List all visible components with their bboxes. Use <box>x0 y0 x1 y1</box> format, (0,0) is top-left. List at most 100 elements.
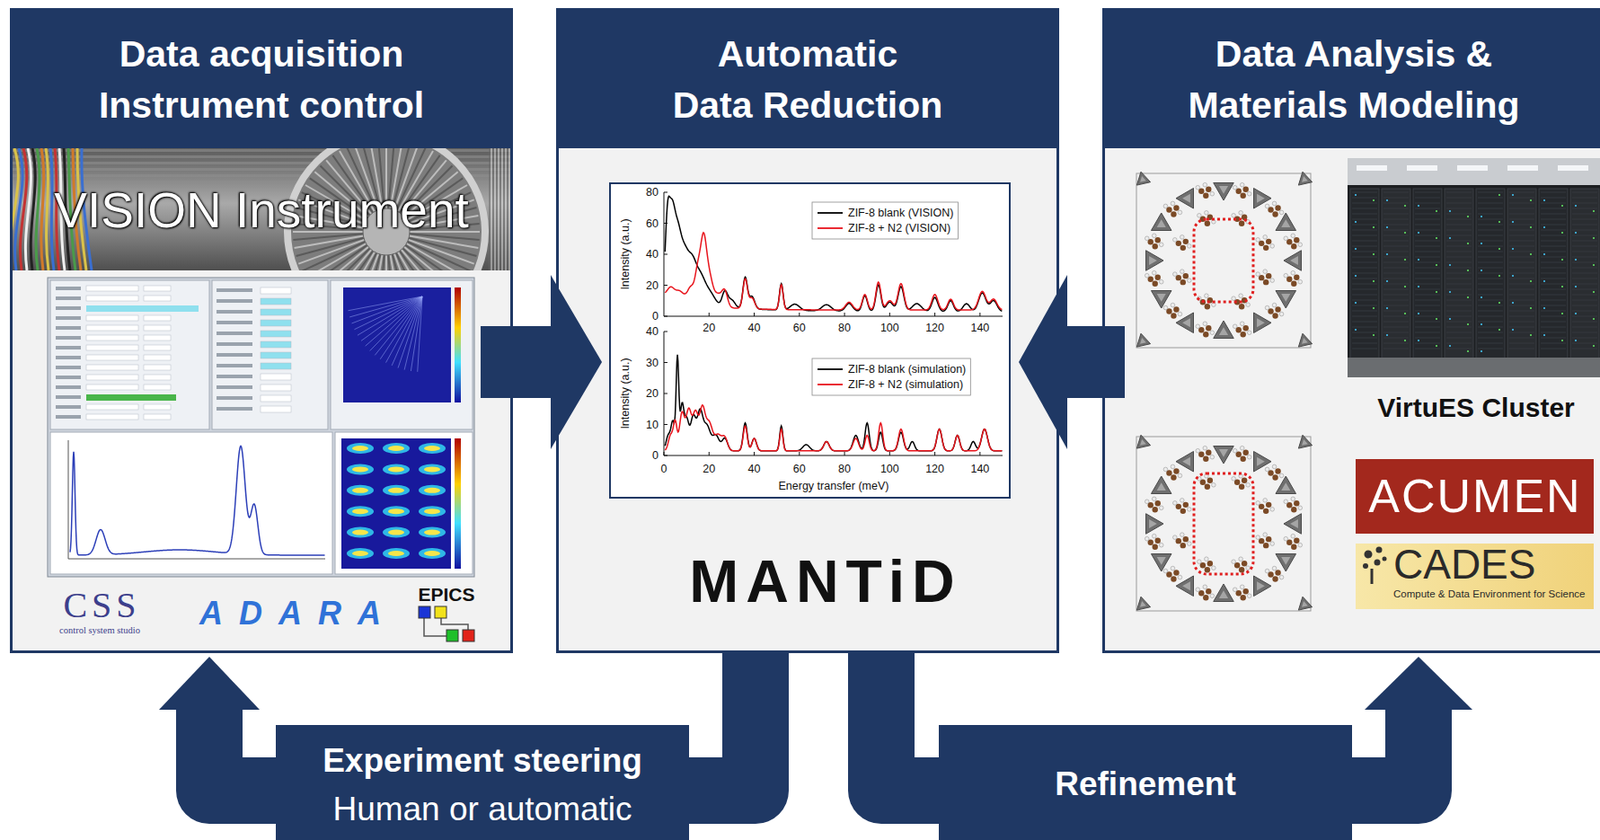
legend-item: ZIF-8 + N2 (simulation) <box>816 376 964 393</box>
framework-structure <box>1210 454 1215 460</box>
framework-structure <box>1170 474 1176 480</box>
framework-structure <box>1140 439 1147 446</box>
server-photo <box>1477 256 1503 258</box>
axis-title: Energy transfer (meV) <box>778 479 890 493</box>
server-photo <box>1352 343 1378 345</box>
framework-structure <box>1264 305 1270 310</box>
framework-structure <box>1170 312 1176 319</box>
spectrum-chart <box>753 312 755 317</box>
framework-structure <box>1275 476 1297 495</box>
logo-mark <box>462 629 475 642</box>
framework-structure <box>1204 220 1211 227</box>
logo-text: Compute & Data Environment for Science <box>1393 588 1586 601</box>
framework-structure <box>1180 269 1185 275</box>
software-screenshot <box>388 530 405 536</box>
framework-structure <box>1170 211 1176 217</box>
server-photo <box>1446 197 1472 199</box>
framework-structure <box>1193 473 1254 575</box>
framework-structure <box>1264 467 1270 472</box>
server-photo <box>1511 301 1514 304</box>
framework-structure <box>1265 273 1272 279</box>
software-screenshot <box>388 508 405 514</box>
server-photo <box>1354 220 1357 223</box>
framework-structure <box>1239 182 1245 187</box>
tick-label: 120 <box>925 321 945 335</box>
server-photo <box>1383 224 1409 226</box>
tick-label: 0 <box>652 449 659 462</box>
framework-structure <box>1254 450 1273 472</box>
server-photo <box>1414 240 1441 242</box>
software-screenshot <box>346 485 374 496</box>
software-screenshot <box>260 362 292 370</box>
tick-label: 60 <box>645 216 659 230</box>
framework-structure <box>1275 291 1297 310</box>
spectrum-chart <box>663 451 665 456</box>
server-photo <box>1574 258 1577 261</box>
server-photo <box>1540 203 1566 204</box>
framework-structure <box>1246 330 1252 336</box>
server-photo <box>1446 327 1472 328</box>
framework-structure <box>1301 337 1309 345</box>
spectrum-chart <box>663 316 1003 318</box>
framework-structure <box>1163 305 1168 310</box>
software-screenshot <box>216 320 253 325</box>
instrument-photo <box>45 148 49 271</box>
logo-mark <box>434 606 447 619</box>
software-screenshot <box>343 287 451 403</box>
server-photo <box>1383 332 1409 334</box>
framework-structure <box>1274 468 1281 474</box>
software-screenshot <box>388 550 405 557</box>
software-screenshot <box>330 280 473 430</box>
framework-structure <box>1207 477 1213 484</box>
server-photo <box>1446 273 1472 275</box>
server-photo <box>1383 240 1409 242</box>
framework-structure <box>1175 312 1194 334</box>
server-photo <box>1507 188 1537 360</box>
framework-structure <box>1152 544 1159 550</box>
legend-box <box>812 358 971 396</box>
legend-line <box>817 212 843 214</box>
server-photo <box>1498 301 1501 304</box>
server-photo <box>1572 251 1598 253</box>
server-photo <box>1352 262 1378 264</box>
framework-structure <box>1272 211 1278 217</box>
server-photo <box>1477 197 1503 199</box>
server-photo <box>1574 231 1577 234</box>
server-photo <box>1540 337 1566 339</box>
spectrum-chart <box>663 393 668 395</box>
software-screenshot <box>55 345 81 350</box>
server-photo <box>1540 343 1566 345</box>
framework-structure <box>1210 330 1215 336</box>
server-photo <box>1383 251 1409 253</box>
spectrum-chart <box>663 362 668 363</box>
legend-text: ZIF-8 + N2 (VISION) <box>848 221 951 235</box>
server-photo <box>1352 229 1378 231</box>
server-photo <box>1529 253 1532 256</box>
server-photo <box>1540 294 1566 296</box>
server-photo <box>1477 208 1503 210</box>
server-photo <box>1404 285 1406 288</box>
spectrum-chart <box>663 455 1003 457</box>
framework-structure <box>1263 235 1268 240</box>
server-photo <box>1414 278 1441 280</box>
server-photo <box>1498 220 1501 223</box>
server-photo <box>1352 289 1378 291</box>
software-screenshot <box>418 527 446 539</box>
software-screenshot <box>216 396 253 400</box>
framework-structure <box>1256 318 1265 328</box>
tick-label: 80 <box>838 462 851 476</box>
server-photo <box>1572 208 1598 210</box>
server-photo <box>1354 328 1357 331</box>
flow-arrow <box>1018 274 1125 450</box>
software-screenshot <box>346 442 374 454</box>
framework-structure <box>1219 185 1229 195</box>
framework-structure <box>1204 484 1211 490</box>
spectrum-chart <box>609 183 1010 498</box>
framework-structure <box>1272 575 1278 582</box>
axis-title: Intensity (a.u.) <box>618 357 632 429</box>
server-photo <box>1446 208 1472 210</box>
tick-label: 60 <box>793 462 806 476</box>
server-photo <box>1354 194 1357 196</box>
software-screenshot <box>143 354 171 361</box>
framework-structure <box>1293 274 1300 281</box>
